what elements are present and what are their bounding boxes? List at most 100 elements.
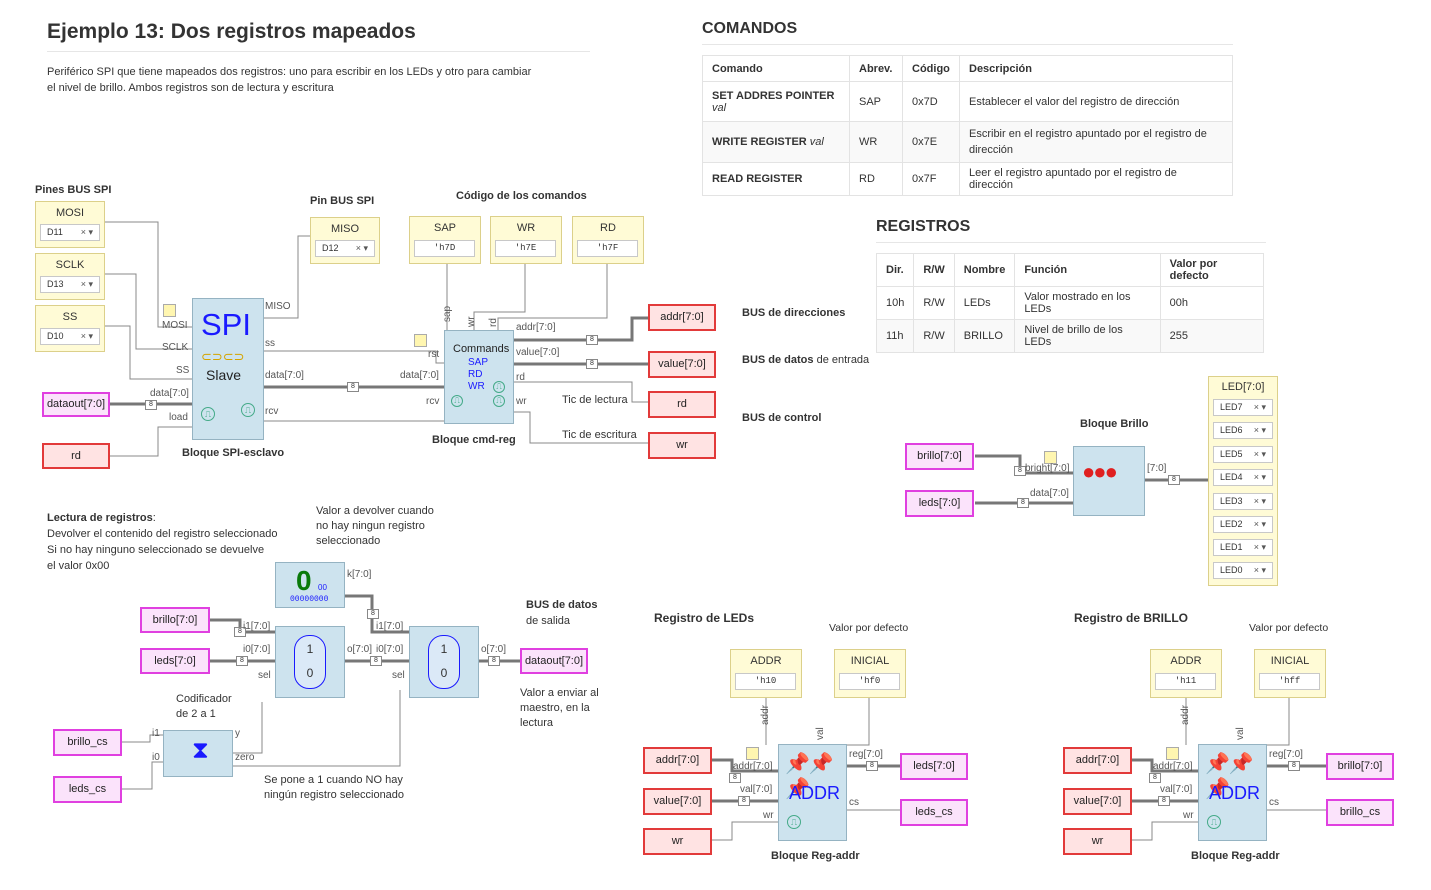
port-label: k[7:0] <box>347 569 372 580</box>
reg-brillo-block[interactable]: 📌📌📌 ADDR ⎍ <box>1198 744 1267 841</box>
select-clear-arrow-icon[interactable]: × ▾ <box>355 243 368 253</box>
led-select[interactable]: LED2× ▾ <box>1213 516 1273 533</box>
const-value[interactable]: 'h7F <box>577 240 638 257</box>
tag-addr-out[interactable]: addr[7:0] <box>648 304 716 331</box>
mux-2[interactable]: 1 0 <box>409 626 479 698</box>
mux-input-0: 0 <box>440 666 448 680</box>
pin-select[interactable]: D11× ▾ <box>40 224 100 241</box>
bus-width-marker: 8 <box>1014 466 1026 476</box>
tag-leds-cs-out[interactable]: leds_cs <box>900 799 968 826</box>
const-zero-block[interactable]: 0 00 00000000 <box>275 562 345 608</box>
spi-block-subtitle: Slave <box>206 367 242 383</box>
const-value[interactable]: 'h7E <box>495 240 556 257</box>
default-value-note: Valor a devolver cuando no hay ningun re… <box>316 504 434 549</box>
led-pin: LED6 <box>1220 425 1243 435</box>
pin-select[interactable]: D12 × ▾ <box>315 240 375 257</box>
pin-select[interactable]: D10× ▾ <box>40 328 100 345</box>
select-clear-arrow-icon[interactable]: × ▾ <box>1253 472 1266 482</box>
select-clear-arrow-icon[interactable]: × ▾ <box>1253 565 1266 575</box>
select-clear-arrow-icon[interactable]: × ▾ <box>1253 449 1266 459</box>
bus-r1-addr <box>712 758 778 773</box>
port-label: wr <box>466 316 477 327</box>
tag-rd-out[interactable]: rd <box>648 391 716 418</box>
registers-table: Dir. R/W Nombre Función Valor por defect… <box>875 253 1265 353</box>
select-clear-arrow-icon[interactable]: × ▾ <box>80 331 93 341</box>
tag-leds-out[interactable]: leds[7:0] <box>900 753 968 780</box>
command-name: READ REGISTER <box>712 173 803 185</box>
select-clear-arrow-icon[interactable]: × ▾ <box>1253 519 1266 529</box>
led-select[interactable]: LED4× ▾ <box>1213 469 1273 486</box>
reg-brillo-caption: Bloque Reg-addr <box>1191 850 1280 862</box>
tag-addr-r1[interactable]: addr[7:0] <box>643 747 712 774</box>
tag-value-r1[interactable]: value[7:0] <box>643 788 712 815</box>
port-label: reg[7:0] <box>1269 749 1303 760</box>
bus-control-label: BUS de control <box>742 412 822 424</box>
commands-divider <box>702 44 1233 45</box>
tag-brillo-out[interactable]: brillo[7:0] <box>1326 753 1394 780</box>
cmd-reg-block[interactable]: Commands SAP RD WR ⎍ ⎍ ⎍ <box>444 330 514 424</box>
tag-value-out[interactable]: value[7:0] <box>648 351 716 378</box>
tag-leds-cs[interactable]: leds_cs <box>53 776 122 803</box>
tag-brillo-cs[interactable]: brillo_cs <box>53 729 122 756</box>
reg-block-title: ADDR <box>1209 783 1261 803</box>
param-toggle[interactable] <box>1044 451 1057 464</box>
param-toggle[interactable] <box>163 304 176 317</box>
tag-brillo-cs-out[interactable]: brillo_cs <box>1326 799 1394 826</box>
tag-wr-r2[interactable]: wr <box>1063 828 1132 855</box>
select-clear-arrow-icon[interactable]: × ▾ <box>1253 496 1266 506</box>
tag-brillo-in-2[interactable]: brillo[7:0] <box>905 443 974 470</box>
cmd-block-caption: Bloque cmd-reg <box>432 434 516 446</box>
spi-block-caption: Bloque SPI-esclavo <box>182 447 285 459</box>
commands-heading: COMANDOS <box>702 20 798 37</box>
port-label: i1[7:0] <box>243 621 271 632</box>
spi-slave-block[interactable]: SPI ⊂⊃⊂⊃ Slave ⎍ ⎍ <box>192 298 264 440</box>
select-clear-arrow-icon[interactable]: × ▾ <box>1253 542 1266 552</box>
bus-width-marker: 8 <box>1158 796 1170 806</box>
param-toggle[interactable] <box>746 747 759 760</box>
default-value-label: Valor por defecto <box>829 622 909 634</box>
led-select[interactable]: LED0× ▾ <box>1213 562 1273 579</box>
encoder-block[interactable]: ⧗ <box>163 730 233 777</box>
tag-wr-r1[interactable]: wr <box>643 828 712 855</box>
tag-value-r2[interactable]: value[7:0] <box>1063 788 1132 815</box>
select-clear-arrow-icon[interactable]: × ▾ <box>80 227 93 237</box>
led-select[interactable]: LED6 × ▾ <box>1213 422 1273 439</box>
brightness-block[interactable]: ●●● <box>1073 446 1145 516</box>
tag-leds-in-2[interactable]: leds[7:0] <box>905 490 974 517</box>
chain-link-icon: ⊂⊃⊂⊃ <box>201 349 245 364</box>
param-toggle[interactable] <box>414 334 427 347</box>
port-label: val <box>815 727 826 740</box>
tag-wr-out[interactable]: wr <box>648 432 716 459</box>
const-value[interactable]: 'h10 <box>735 673 796 690</box>
wire-r1-wr <box>712 821 778 841</box>
bus-brillo-bright <box>975 454 1073 475</box>
led-select[interactable]: LED5× ▾ <box>1213 446 1273 463</box>
const-value[interactable]: 'hff <box>1259 673 1320 690</box>
led-select[interactable]: LED7× ▾ <box>1213 399 1273 416</box>
spi-block-title: SPI <box>201 307 251 342</box>
bus-brillo-i1 <box>210 618 275 634</box>
tag-brillo-in[interactable]: brillo[7:0] <box>140 607 210 633</box>
tag-rd-in[interactable]: rd <box>42 443 110 469</box>
tag-dataout-in[interactable]: dataout[7:0] <box>42 392 110 417</box>
param-toggle[interactable] <box>1166 747 1179 760</box>
const-value[interactable]: 'h11 <box>1155 673 1216 690</box>
out-value-note: Valor a enviar al maestro, en la lectura <box>520 686 599 731</box>
tag-dataout-out[interactable]: dataout[7:0] <box>520 648 588 674</box>
tag-leds-in[interactable]: leds[7:0] <box>140 648 210 674</box>
led-select[interactable]: LED3× ▾ <box>1213 493 1273 510</box>
select-clear-arrow-icon[interactable]: × ▾ <box>1253 425 1266 435</box>
tag-addr-r2[interactable]: addr[7:0] <box>1063 747 1132 774</box>
select-clear-arrow-icon[interactable]: × ▾ <box>80 279 93 289</box>
pin-value: D12 <box>322 243 339 253</box>
led-select[interactable]: LED1× ▾ <box>1213 539 1273 556</box>
pin-select[interactable]: D13× ▾ <box>40 276 100 293</box>
mux-1[interactable]: 1 0 <box>275 626 345 698</box>
port-label: addr <box>1180 704 1191 725</box>
const-value[interactable]: 'hf0 <box>839 673 900 690</box>
const-value[interactable]: 'h7D <box>414 240 475 257</box>
select-clear-arrow-icon[interactable]: × ▾ <box>1253 402 1266 412</box>
reg-leds-block[interactable]: 📌📌📌 ADDR ⎍ <box>778 744 847 841</box>
port-label: rcv <box>426 396 440 407</box>
cmd-block-title: Commands <box>453 343 510 355</box>
